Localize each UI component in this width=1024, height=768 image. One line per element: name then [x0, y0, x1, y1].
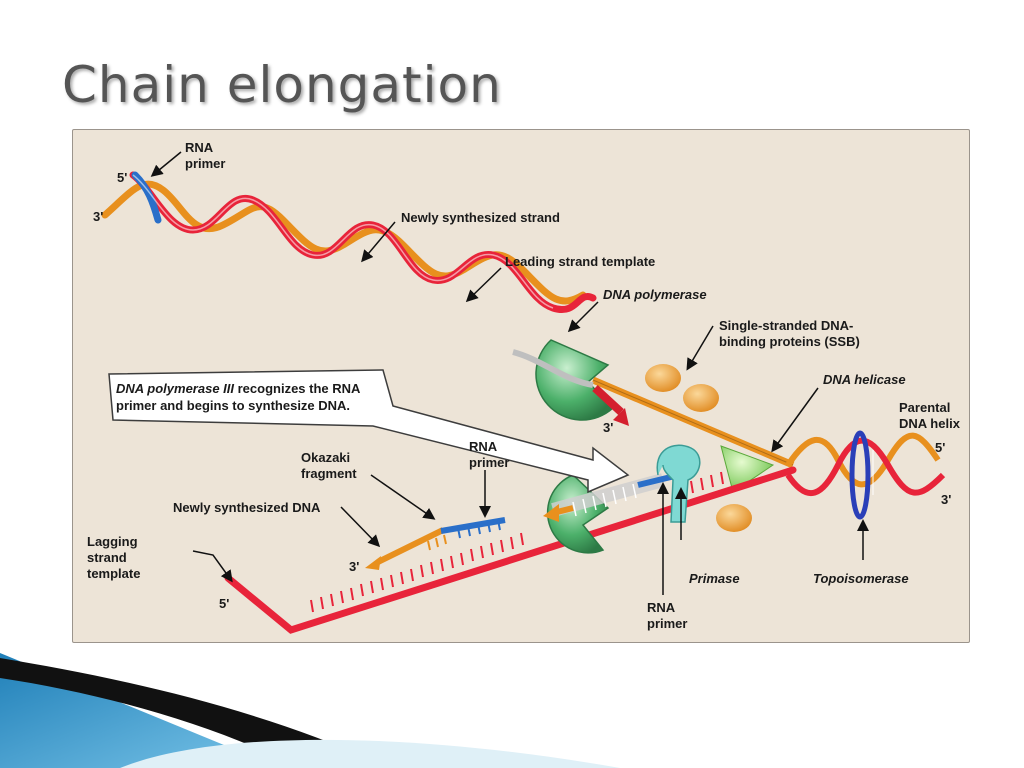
- parental-helix: [785, 432, 946, 497]
- diagram-artwork: [101, 151, 946, 634]
- label-lagging-strand-template: Lagging strand template: [87, 534, 141, 581]
- slide-title: Chain elongation: [62, 56, 502, 114]
- label-rna-primer-middle: RNA primer: [469, 439, 510, 470]
- label-parental-dna-helix: Parental DNA helix: [899, 400, 960, 431]
- callout-emphasis: DNA polymerase III: [116, 381, 235, 396]
- callout-rest: recognizes the RNA primer and begins to …: [116, 381, 360, 413]
- dna-helicase: [720, 445, 775, 493]
- label-okazaki-fragment: Okazaki fragment: [301, 450, 357, 481]
- end-top-3: 3': [93, 209, 104, 224]
- lagging-template-ticks: [310, 471, 724, 613]
- primase: [656, 444, 701, 523]
- end-top-5: 5': [117, 170, 128, 185]
- end-okazaki-3: 3': [349, 559, 360, 574]
- end-leading-3: 3': [603, 420, 614, 435]
- lagging-template: [224, 466, 797, 634]
- callout-text: DNA polymerase III recognizes the RNA pr…: [116, 380, 396, 414]
- topoisomerase-ring: [849, 430, 871, 520]
- label-dna-polymerase: DNA polymerase: [603, 287, 707, 302]
- end-parental-3: 3': [941, 492, 952, 507]
- leading-template-single: [591, 376, 795, 469]
- ssb-proteins: [645, 364, 752, 532]
- callout-arrow: [108, 369, 630, 494]
- label-ssb: Single-stranded DNA- binding proteins (S…: [719, 318, 860, 349]
- label-primase: Primase: [689, 571, 740, 586]
- label-newly-synthesized-strand: Newly synthesized strand: [401, 210, 560, 225]
- dna-polymerase-upper: [512, 339, 629, 426]
- label-rna-primer-top: RNA primer: [185, 140, 226, 171]
- dna-replication-figure: DNA polymerase III recognizes the RNA pr…: [72, 129, 970, 643]
- dna-polymerase-lower: [543, 473, 676, 554]
- label-topoisomerase: Topoisomerase: [813, 571, 909, 586]
- okazaki-fragment: [365, 517, 506, 570]
- leading-helix: [101, 171, 597, 313]
- footer-decoration: [0, 653, 620, 768]
- end-lagging-5: 5': [219, 596, 230, 611]
- label-leading-strand-template: Leading strand template: [505, 254, 656, 269]
- end-parental-5: 5': [935, 440, 946, 455]
- label-newly-synthesized-dna: Newly synthesized DNA: [173, 500, 321, 515]
- label-rna-primer-bottom: RNA primer: [647, 600, 688, 631]
- label-dna-helicase: DNA helicase: [823, 372, 906, 387]
